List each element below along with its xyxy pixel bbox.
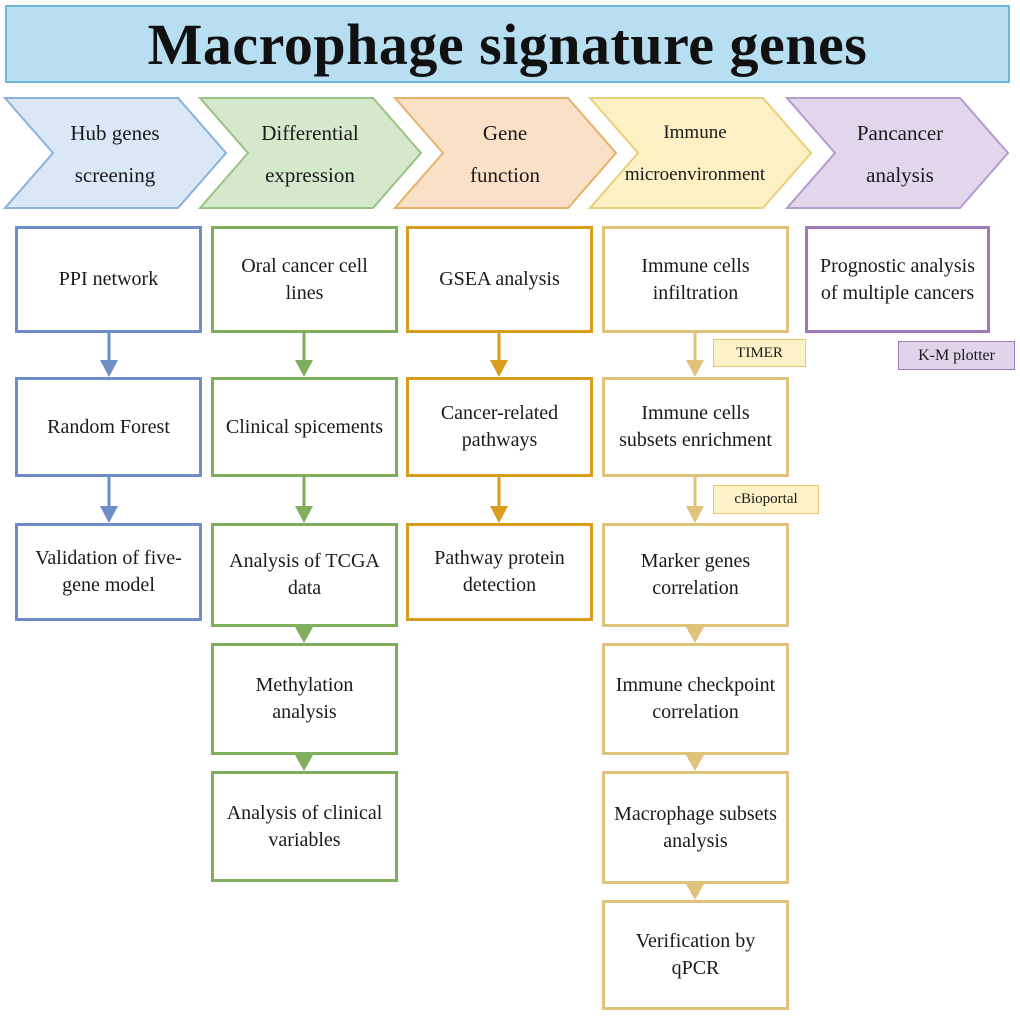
step-label: Clinical spicements bbox=[225, 415, 384, 438]
arrow-diff-4 bbox=[295, 755, 313, 771]
arrow-func-1 bbox=[490, 333, 508, 377]
step-clinical-spicements: Clinical spicements bbox=[211, 377, 398, 477]
chevron-differential-expression bbox=[197, 97, 423, 209]
step-label: Macrophage subsets analysis bbox=[614, 802, 777, 852]
tool-label: cBioportal bbox=[734, 491, 798, 507]
step-label: Immune cells infiltration bbox=[641, 254, 750, 304]
step-label: Immune cells subsets enrichment bbox=[619, 402, 772, 451]
tool-tag-km-plotter: K-M plotter bbox=[898, 341, 1015, 370]
stage-label-line-1: Pancancer bbox=[856, 121, 944, 145]
arrow-diff-2 bbox=[295, 477, 313, 523]
step-macrophage-subsets-analysis: Macrophage subsets analysis bbox=[602, 771, 789, 884]
stage-label-gene-function: Gene function bbox=[440, 108, 570, 200]
step-verification-qpcr: Verification by qPCR bbox=[602, 900, 789, 1010]
step-cancer-related-pathways: Cancer-related pathways bbox=[406, 377, 593, 477]
step-immune-cells-subsets-enrichment: Immune cells subsets enrichment bbox=[602, 377, 789, 477]
chevron-hub-genes bbox=[2, 97, 228, 209]
step-label: Verification by qPCR bbox=[635, 930, 756, 979]
stage-label-line-2: expression bbox=[265, 163, 355, 187]
stage-label-immune-microenvironment: Immune microenvironment bbox=[600, 108, 790, 200]
stage-label-line-1: Immune bbox=[663, 122, 727, 143]
step-validation-five-gene-model: Validation of five-gene model bbox=[15, 523, 202, 621]
tool-tag-cbioportal: cBioportal bbox=[713, 485, 819, 514]
step-pathway-protein-detection: Pathway protein detection bbox=[406, 523, 593, 621]
arrow-func-2 bbox=[490, 477, 508, 523]
stage-label-line-2: function bbox=[470, 163, 540, 187]
step-label: Methylation analysis bbox=[255, 674, 354, 723]
arrow-immune-4 bbox=[686, 755, 704, 771]
chevron-pancancer-analysis bbox=[784, 97, 1010, 209]
step-label: Analysis of clinical variables bbox=[226, 801, 383, 851]
step-label: Prognostic analysis of multiple cancers bbox=[820, 254, 975, 304]
step-prognostic-analysis-multiple-cancers: Prognostic analysis of multiple cancers bbox=[805, 226, 990, 333]
step-oral-cancer-cell-lines: Oral cancer cell lines bbox=[211, 226, 398, 333]
tool-tag-timer: TIMER bbox=[713, 339, 806, 367]
step-analysis-clinical-variables: Analysis of clinical variables bbox=[211, 771, 398, 882]
step-label: Immune checkpoint correlation bbox=[615, 674, 776, 723]
stage-label-line-2: analysis bbox=[866, 163, 934, 187]
arrow-immune-1 bbox=[686, 333, 704, 377]
step-label: Oral cancer cell lines bbox=[241, 254, 368, 304]
tool-label: TIMER bbox=[736, 344, 783, 361]
step-analysis-tcga-data: Analysis of TCGA data bbox=[211, 523, 398, 627]
step-label: PPI network bbox=[58, 268, 159, 290]
step-label: Random Forest bbox=[47, 415, 170, 438]
step-label: Analysis of TCGA data bbox=[229, 550, 380, 599]
stage-label-line-1: Gene bbox=[482, 121, 528, 145]
arrow-immune-3 bbox=[686, 627, 704, 643]
arrow-diff-1 bbox=[295, 333, 313, 377]
step-immune-cells-infiltration: Immune cells infiltration bbox=[602, 226, 789, 333]
step-label: Cancer-related pathways bbox=[440, 402, 559, 451]
title-banner: Macrophage signature genes bbox=[5, 5, 1010, 83]
step-ppi-network: PPI network bbox=[15, 226, 202, 333]
arrow-hub-2 bbox=[100, 477, 118, 523]
step-methylation-analysis: Methylation analysis bbox=[211, 643, 398, 755]
arrow-immune-2 bbox=[686, 477, 704, 523]
arrow-hub-1 bbox=[100, 333, 118, 377]
stage-label-pancancer-analysis: Pancancer analysis bbox=[830, 108, 970, 200]
step-label: Marker genes correlation bbox=[640, 550, 751, 599]
step-gsea-analysis: GSEA analysis bbox=[406, 226, 593, 333]
arrow-diff-3 bbox=[295, 627, 313, 643]
stage-label-line-1: Hub genes bbox=[70, 121, 160, 145]
stage-label-line-2: microenvironment bbox=[624, 164, 766, 185]
step-label: GSEA analysis bbox=[439, 268, 560, 290]
chevron-gene-function bbox=[392, 97, 618, 209]
chevron-immune-microenvironment bbox=[587, 97, 813, 209]
step-marker-genes-correlation: Marker genes correlation bbox=[602, 523, 789, 627]
page-title: Macrophage signature genes bbox=[147, 11, 868, 77]
stage-label-differential-expression: Differential expression bbox=[235, 108, 385, 200]
tool-label: K-M plotter bbox=[918, 346, 995, 364]
stage-label-hub-genes: Hub genes screening bbox=[50, 108, 180, 200]
arrow-immune-5 bbox=[686, 884, 704, 900]
stage-label-line-2: screening bbox=[74, 163, 156, 187]
step-immune-checkpoint-correlation: Immune checkpoint correlation bbox=[602, 643, 789, 755]
step-label: Validation of five-gene model bbox=[35, 547, 182, 596]
step-label: Pathway protein detection bbox=[434, 547, 565, 596]
step-random-forest: Random Forest bbox=[15, 377, 202, 477]
stage-label-line-1: Differential bbox=[261, 121, 359, 145]
